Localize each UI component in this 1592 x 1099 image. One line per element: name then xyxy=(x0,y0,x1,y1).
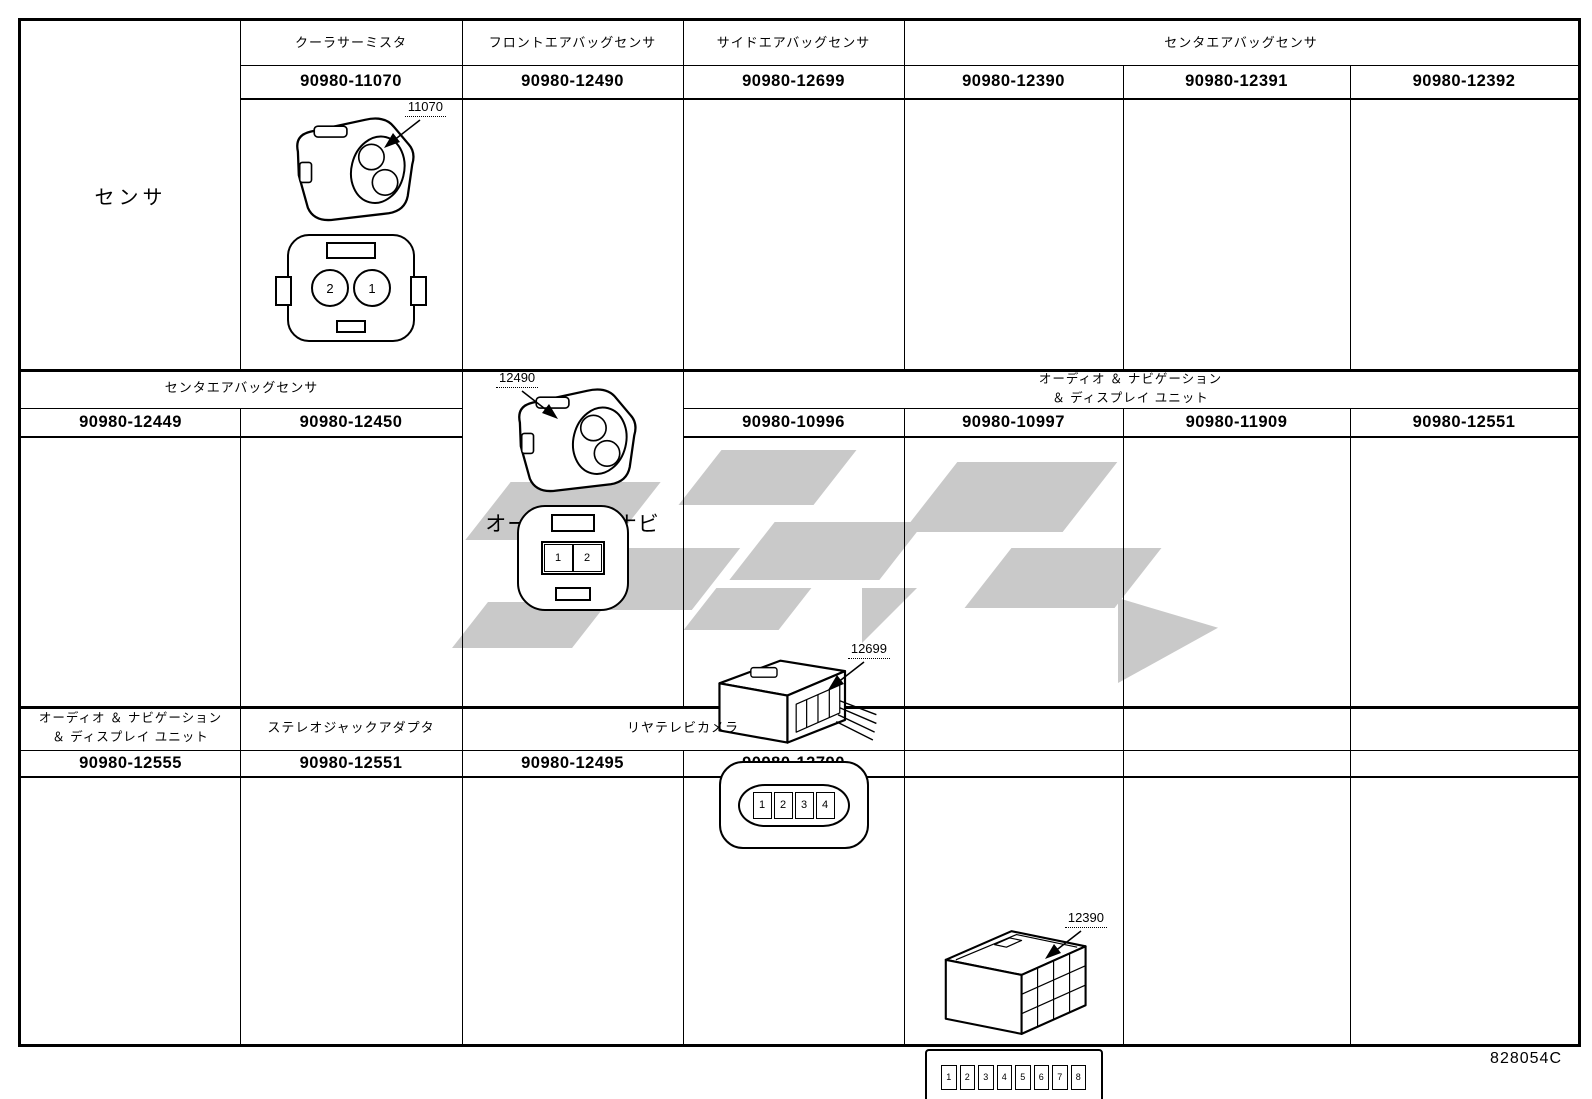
grid-line xyxy=(1123,408,1124,1044)
grid-line xyxy=(683,21,684,706)
grid-line xyxy=(21,408,462,409)
header-text: オーディオ ＆ ナビゲーション xyxy=(38,711,223,726)
part-number-90980-12490[interactable]: 90980-12490 xyxy=(462,65,683,98)
header-stereo-jack-adapter: ステレオジャックアダプタ xyxy=(240,706,462,750)
part-number-text: 90980-12495 xyxy=(521,753,624,772)
callout-arrow-icon xyxy=(383,119,421,149)
callout-arrow-icon xyxy=(1044,930,1082,960)
header-text: リヤテレビカメラ xyxy=(626,719,739,735)
connector-table: センサ クーラサーミスタ フロントエアバッグセンサ サイドエアバッグセンサ セン… xyxy=(18,18,1581,1099)
header-text: フロントエアバッグセンサ xyxy=(488,34,657,50)
grid-line xyxy=(240,408,241,1044)
doc-code: 828054C xyxy=(1490,1050,1562,1067)
part-number-text: 90980-11070 xyxy=(300,72,402,90)
grid-line xyxy=(683,750,684,1044)
grid-line xyxy=(21,436,462,438)
grid-line xyxy=(904,21,905,369)
part-number-text: 90980-12551 xyxy=(299,753,403,772)
part-number-90980-12390[interactable]: 90980-12390 xyxy=(904,65,1123,98)
header-center-airbag-sensor: センタエアバッグセンサ xyxy=(904,21,1578,65)
grid-line xyxy=(462,21,463,1044)
row-label-text: センサ xyxy=(94,186,167,209)
part-number-text: 90980-12390 xyxy=(962,72,1065,90)
header-text: オーディオ ＆ ナビゲーション xyxy=(1038,371,1223,386)
callout-12490: 12490 xyxy=(496,371,562,423)
grid-line xyxy=(1123,65,1124,369)
part-number-90980-12392[interactable]: 90980-12392 xyxy=(1350,65,1578,98)
callout-label: 12699 xyxy=(847,642,890,659)
part-number-90980-10997[interactable]: 90980-10997 xyxy=(904,408,1123,436)
part-number-90980-12699[interactable]: 90980-12699 xyxy=(683,65,904,98)
header-center-airbag-sensor-2: センタエアバッグセンサ xyxy=(21,369,462,408)
part-number-90980-11070[interactable]: 90980-11070 xyxy=(240,65,462,98)
part-number-text: 90980-12449 xyxy=(79,412,182,431)
pin-diagram: 123456789101112131415161718192021222324 xyxy=(940,1060,1088,1099)
header-text: サイドエアバッグセンサ xyxy=(716,34,871,50)
part-number-90980-12551[interactable]: 90980-12551 xyxy=(1350,408,1578,436)
header-front-airbag-sensor: フロントエアバッグセンサ xyxy=(462,21,683,65)
header-text: ＆ ディスプレイ ユニット xyxy=(1052,390,1209,405)
part-number-text: 90980-12450 xyxy=(299,412,403,431)
callout-11070: 11070 xyxy=(380,100,446,152)
header-text: センタエアバッグセンサ xyxy=(164,380,319,396)
header-text: ステレオジャックアダプタ xyxy=(267,719,435,735)
header-text: センタエアバッグセンサ xyxy=(1164,34,1318,50)
cell-figure-12390: 12390 1234567891011121314151617181920212… xyxy=(904,911,1123,1099)
header-text: ＆ ディスプレイ ユニット xyxy=(52,730,209,744)
part-number-90980-12495[interactable]: 90980-12495 xyxy=(462,750,683,776)
callout-label: 12490 xyxy=(496,371,539,388)
part-number-text: 90980-12551 xyxy=(1412,412,1516,431)
callout-arrow-icon xyxy=(827,661,865,691)
grid-line xyxy=(21,369,1578,372)
part-number-90980-10996[interactable]: 90980-10996 xyxy=(683,408,904,436)
grid-line xyxy=(904,408,905,1044)
part-number-text: 90980-12490 xyxy=(521,72,624,90)
header-audio-navigation-display: オーディオ ＆ ナビゲーション ＆ ディスプレイ ユニット xyxy=(683,369,1578,408)
grid-line xyxy=(240,65,1578,66)
row-label-sensor: センサ xyxy=(21,21,240,369)
grid-line xyxy=(1350,65,1351,369)
part-number-text: 90980-10996 xyxy=(742,412,845,431)
grid-line xyxy=(21,750,1578,751)
grid-line xyxy=(240,98,1578,100)
part-number-text: 90980-12555 xyxy=(79,753,182,772)
part-number-text: 90980-12699 xyxy=(742,72,845,90)
connector-tab xyxy=(410,276,427,306)
header-audio-navigation-display-2: オーディオ ＆ ナビゲーション ＆ ディスプレイ ユニット xyxy=(21,706,240,750)
connector-tab xyxy=(275,276,292,306)
grid-line xyxy=(240,21,241,369)
callout-arrow-icon xyxy=(521,390,559,420)
part-number-text: 90980-11909 xyxy=(1185,412,1288,431)
header-side-airbag-sensor: サイドエアバッグセンサ xyxy=(683,21,904,65)
callout-12699: 12699 xyxy=(824,642,890,694)
grid-line xyxy=(683,408,1578,409)
header-rear-tv-camera: リヤテレビカメラ xyxy=(462,706,904,750)
part-number-90980-11909[interactable]: 90980-11909 xyxy=(1123,408,1350,436)
callout-label: 11070 xyxy=(404,100,446,117)
part-number-90980-12391[interactable]: 90980-12391 xyxy=(1123,65,1350,98)
grid-line xyxy=(683,436,1578,438)
part-number-90980-12450[interactable]: 90980-12450 xyxy=(240,408,462,436)
part-number-text: 90980-12392 xyxy=(1412,72,1516,90)
callout-label: 12390 xyxy=(1064,911,1107,928)
part-number-text: 90980-10997 xyxy=(962,412,1065,431)
header-text: クーラサーミスタ xyxy=(294,34,407,50)
part-number-90980-12449[interactable]: 90980-12449 xyxy=(21,408,240,436)
connector-front-view: 123456789101112131415161718192021222324 xyxy=(924,1049,1103,1099)
part-number-90980-12555[interactable]: 90980-12555 xyxy=(21,750,240,776)
callout-12390: 12390 xyxy=(1041,911,1107,963)
grid-line xyxy=(1350,408,1351,1044)
part-number-text: 90980-12391 xyxy=(1185,72,1288,90)
part-number-90980-12551-b[interactable]: 90980-12551 xyxy=(240,750,462,776)
header-cooler-thermistor: クーラサーミスタ xyxy=(240,21,462,65)
